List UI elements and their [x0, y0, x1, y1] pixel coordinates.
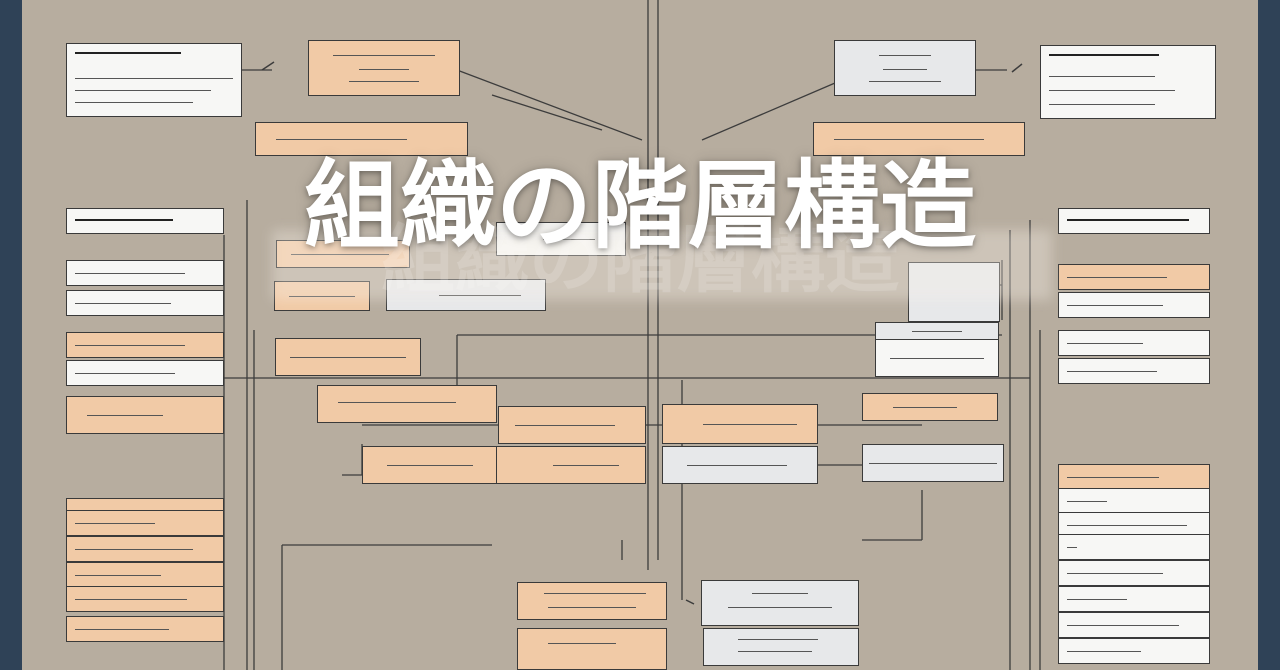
org-box-row2-right	[813, 122, 1025, 156]
org-box-top-right	[1040, 45, 1216, 119]
org-box-top-center-left	[308, 40, 460, 96]
org-chart-canvas: 組織の階層構造 組織の階層構造	[22, 0, 1258, 670]
org-box-center-tier4-a	[498, 406, 646, 444]
org-box-right-mid-b	[875, 339, 999, 377]
org-box-center-blue	[386, 279, 546, 311]
page-title: 組織の階層構造	[304, 150, 976, 262]
org-box-top-left	[66, 43, 242, 117]
right-column-stack-top	[1058, 264, 1212, 384]
org-box-center-left-b	[274, 281, 370, 311]
org-box-center-tier5-c	[662, 446, 818, 484]
org-box-left-mid	[275, 338, 421, 376]
org-box-bottom-center-b	[701, 580, 859, 626]
org-box-right-header	[1058, 208, 1210, 234]
org-box-bottom-center-a	[517, 582, 667, 620]
headline-backdrop	[272, 230, 1052, 300]
org-box-right-large	[908, 262, 1000, 322]
org-box-center-left-a	[276, 240, 410, 268]
org-box-right-tier5	[862, 444, 1004, 482]
org-box-bottom-center-d	[703, 628, 859, 666]
org-box-center-tier4-b	[662, 404, 818, 444]
right-column-stack-bottom	[1058, 464, 1212, 670]
connector-lines	[223, 0, 1097, 670]
org-box-top-center-right	[834, 40, 976, 96]
org-box-right-mid-a	[875, 322, 999, 340]
org-box-left-header	[66, 208, 224, 234]
org-box-row2-left	[255, 122, 468, 156]
left-column-stack-bottom	[66, 498, 226, 668]
org-box-bottom-center-c	[517, 628, 667, 670]
org-box-center-tier5-b	[496, 446, 646, 484]
org-box-right-tier3	[862, 393, 998, 421]
left-column-stack-top	[66, 260, 226, 434]
org-box-center-tier3-a	[317, 385, 497, 423]
org-box-center-tier5-a	[362, 446, 500, 484]
org-box-center-1	[496, 222, 626, 256]
headline-reflection: 組織の階層構造	[381, 217, 899, 303]
